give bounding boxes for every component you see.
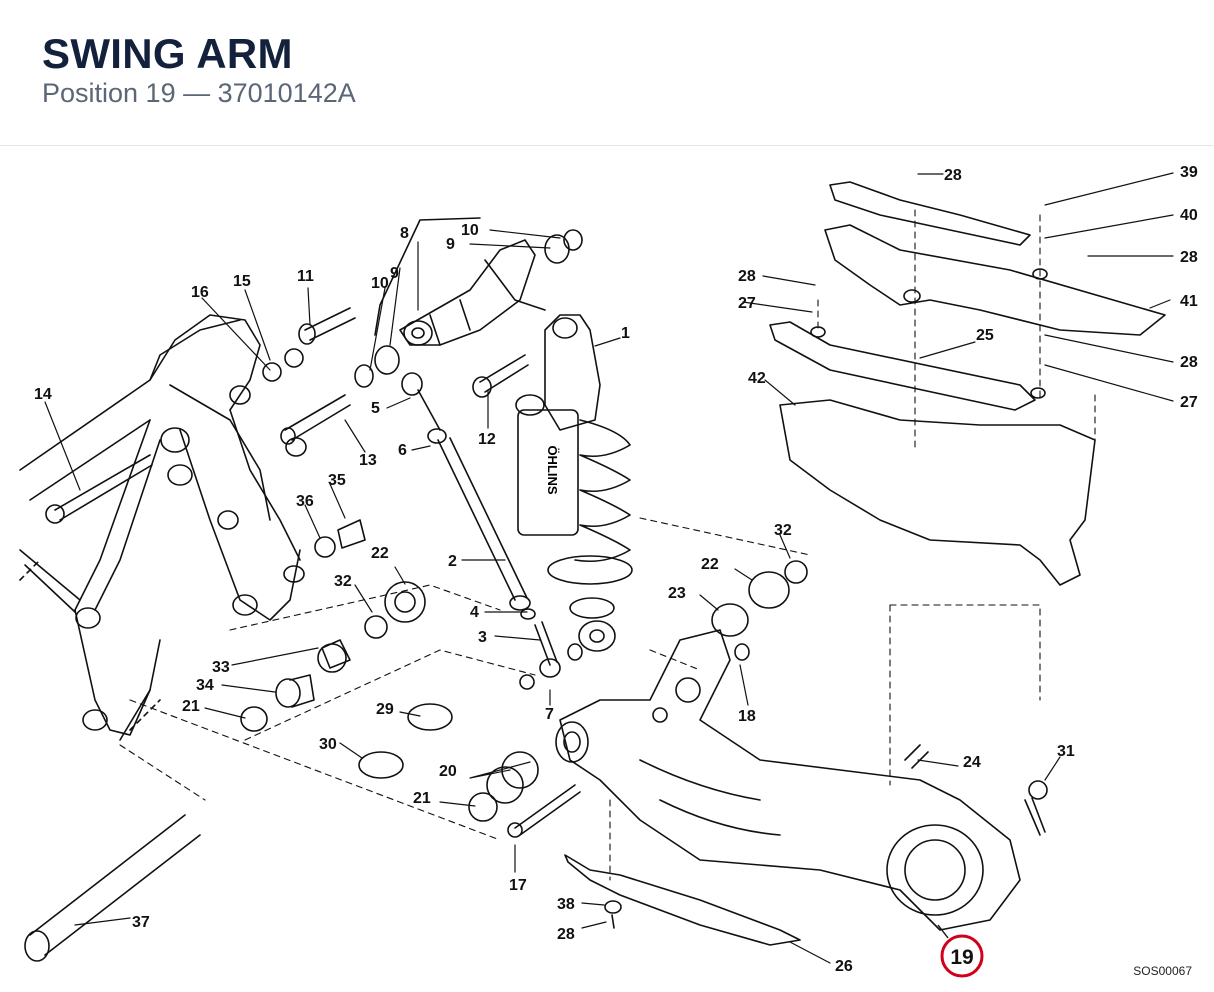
label-28d: 28 xyxy=(1180,354,1198,371)
label-9b: 9 xyxy=(390,265,399,282)
tie-rod-drawing xyxy=(401,372,583,690)
label-9a: 9 xyxy=(446,236,455,253)
label-27a: 27 xyxy=(738,295,756,312)
label-40: 40 xyxy=(1180,207,1198,224)
label-6: 6 xyxy=(398,442,407,459)
label-15: 15 xyxy=(233,273,251,290)
screw-28-drawing xyxy=(611,914,615,929)
label-39: 39 xyxy=(1180,164,1198,181)
label-28b: 28 xyxy=(738,268,756,285)
page-title: SWING ARM xyxy=(42,30,293,77)
label-34: 34 xyxy=(196,677,214,694)
label-31: 31 xyxy=(1057,743,1075,760)
bolt-24-drawing xyxy=(904,744,929,769)
page-subtitle: Position 19 — 37010142A xyxy=(42,78,356,108)
label-30: 30 xyxy=(319,736,337,753)
exploded-parts-diagram: ÖHLINS 1 2 3 4 5 6 7 8 9 9 10 10 11 12 1… xyxy=(19,164,1198,978)
label-24: 24 xyxy=(963,754,981,771)
label-32b: 32 xyxy=(774,522,792,539)
swing-arm-drawing xyxy=(507,629,1021,931)
label-13: 13 xyxy=(359,452,377,469)
label-26: 26 xyxy=(835,958,853,975)
label-20: 20 xyxy=(439,763,457,780)
label-10b: 10 xyxy=(371,275,389,292)
label-23: 23 xyxy=(668,585,686,602)
frame-drawing xyxy=(19,314,305,741)
label-33: 33 xyxy=(212,659,230,676)
axle-drawing xyxy=(29,814,201,956)
page-header: SWING ARM Position 19 — 37010142A xyxy=(0,0,1214,146)
label-38: 38 xyxy=(557,896,575,913)
label-41: 41 xyxy=(1180,293,1198,310)
label-27b: 27 xyxy=(1180,394,1198,411)
label-11: 11 xyxy=(297,268,314,285)
label-28c: 28 xyxy=(1180,249,1198,266)
label-28a: 28 xyxy=(944,167,962,184)
label-5: 5 xyxy=(371,400,380,417)
label-42: 42 xyxy=(748,370,766,387)
label-4: 4 xyxy=(470,604,479,621)
axle-end xyxy=(24,930,50,962)
shock-absorber-drawing xyxy=(515,314,633,652)
mudguard-drawing xyxy=(779,399,1096,586)
highlight-ring xyxy=(940,934,984,978)
washer-27b-drawing xyxy=(1030,387,1046,399)
label-37: 37 xyxy=(132,914,150,931)
bolt-31-drawing xyxy=(1024,797,1046,836)
label-12: 12 xyxy=(478,431,496,448)
highlight-position-19[interactable]: 19 xyxy=(937,924,984,978)
leader-lines xyxy=(44,172,1174,964)
label-1: 1 xyxy=(621,325,630,342)
label-22b: 22 xyxy=(701,556,719,573)
label-21a: 21 xyxy=(182,698,200,715)
label-16: 16 xyxy=(191,284,209,301)
chain-guard-top-drawing xyxy=(824,181,1166,336)
assembly-dashes xyxy=(119,209,1096,881)
highlighted-position-label: 19 xyxy=(950,946,973,969)
label-25: 25 xyxy=(976,327,994,344)
label-8: 8 xyxy=(400,225,409,242)
label-29: 29 xyxy=(376,701,394,718)
label-14: 14 xyxy=(34,386,52,403)
label-28e: 28 xyxy=(557,926,575,943)
label-18: 18 xyxy=(738,708,756,725)
label-3: 3 xyxy=(478,629,487,646)
bolt-31-head xyxy=(1028,780,1048,800)
label-10a: 10 xyxy=(461,222,479,239)
label-17: 17 xyxy=(509,877,527,894)
part-labels: 1 2 3 4 5 6 7 8 9 9 10 10 11 12 13 14 15… xyxy=(34,164,1198,975)
label-35: 35 xyxy=(328,472,346,489)
label-36: 36 xyxy=(296,493,314,510)
nut-38-drawing xyxy=(604,900,622,914)
label-21b: 21 xyxy=(413,790,431,807)
chain-guard-drawing xyxy=(564,854,801,946)
bushings-drawing xyxy=(240,519,808,822)
bracket-25-drawing xyxy=(769,321,1036,411)
label-7: 7 xyxy=(545,706,554,723)
drawing-code: SOS00067 xyxy=(1133,964,1192,978)
rocker-linkage-drawing xyxy=(354,217,583,388)
label-22a: 22 xyxy=(371,545,389,562)
bolts-drawing xyxy=(45,307,529,524)
label-2: 2 xyxy=(448,553,457,570)
label-32a: 32 xyxy=(334,573,352,590)
shock-brand-label: ÖHLINS xyxy=(545,445,560,494)
